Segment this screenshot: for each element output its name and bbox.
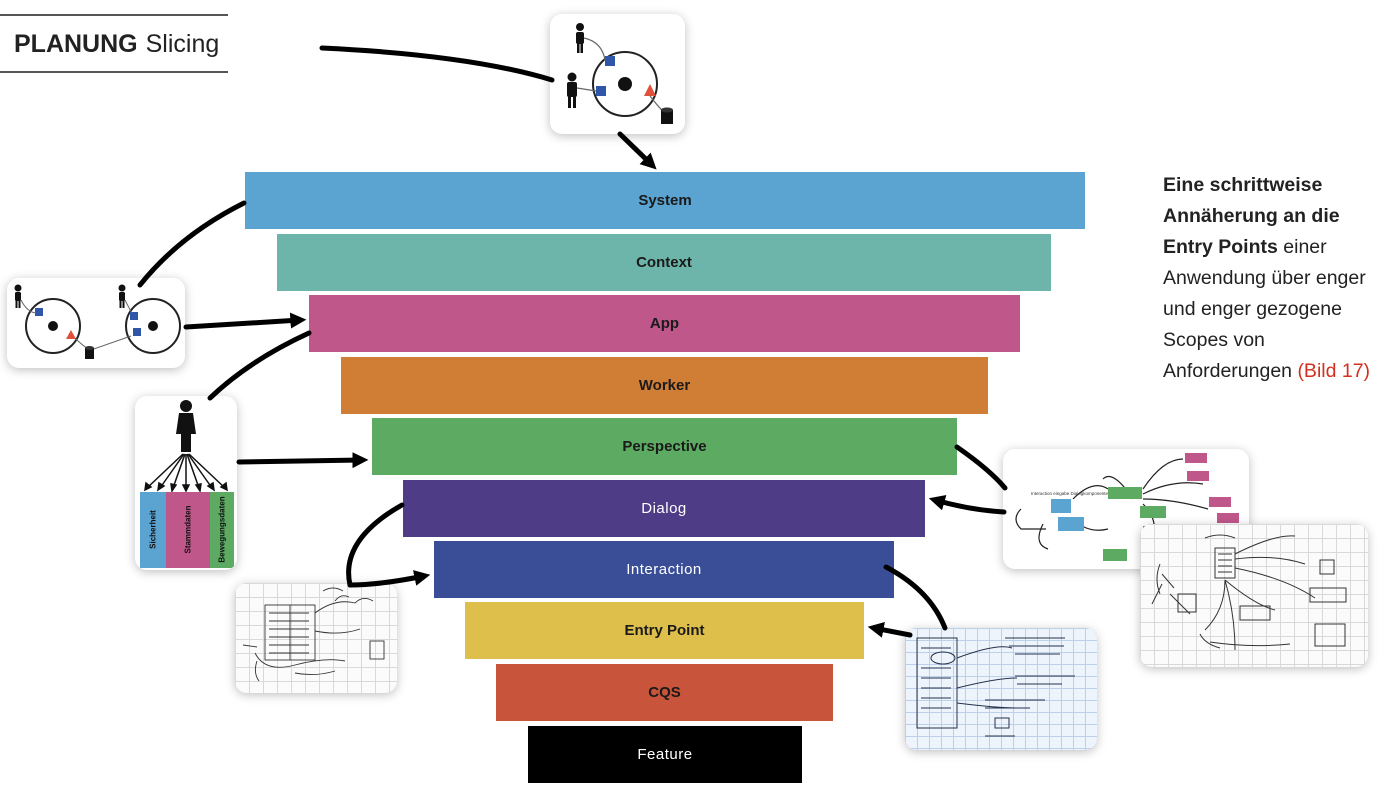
perspective-illustration-card: Sicherheit Stammdaten Bewegungsdaten (135, 396, 237, 570)
arrow-perspective-to-dialog-card (954, 444, 1008, 491)
layer-label: Worker (638, 377, 691, 394)
context-illustration-card (7, 278, 185, 368)
arrow-app-to-perspective-card (207, 330, 312, 401)
blue-square-icon (35, 308, 43, 316)
context-boundary (125, 298, 181, 354)
person-icon (567, 72, 577, 108)
dialog-flow-diagram: Interaction eingabe Dialogkomponenten (1015, 453, 1239, 561)
database-icon (661, 107, 673, 124)
header-rule-top (0, 14, 228, 16)
layer-label: CQS (648, 684, 681, 701)
arrow-sketch-to-interaction (347, 570, 431, 588)
caption-figure-ref: (Bild 17) (1297, 360, 1371, 382)
system-illustration-card (550, 14, 685, 134)
arrow-fan (144, 453, 228, 494)
handwritten-sketch (916, 637, 1075, 737)
layer-interaction: Interaction (434, 541, 894, 598)
connector-line (20, 299, 37, 314)
layer-entry-point: Entry Point (465, 602, 864, 659)
arrow-header-to-system (319, 45, 555, 83)
entry-point-sketch-card (905, 628, 1097, 750)
handwritten-sketch (1151, 534, 1347, 651)
connector-line (124, 299, 133, 314)
layer-label: Dialog (641, 500, 687, 517)
context-core (48, 321, 58, 331)
dialog-node (1108, 487, 1142, 499)
section-name: PLANUNG (14, 30, 138, 58)
person-icon (14, 284, 22, 308)
connector-line (583, 37, 606, 61)
dialog-node (1051, 499, 1071, 513)
dialog-node (1103, 549, 1127, 561)
blue-square-icon (596, 86, 606, 96)
blue-square-icon (130, 312, 138, 320)
dialog-flow-title: Interaction eingabe Dialogkomponenten (1031, 491, 1111, 496)
system-illustration (567, 23, 673, 124)
database-icon (85, 346, 94, 359)
arrow-system-to-context-card (137, 200, 247, 288)
layer-worker: Worker (341, 357, 988, 414)
system-boundary (592, 51, 658, 117)
column-transaction-data (210, 492, 234, 568)
layer-dialog: Dialog (403, 480, 925, 537)
layer-label: Perspective (622, 438, 707, 455)
person-icon (576, 23, 584, 53)
persona-illustration (144, 400, 228, 494)
column-master-data (166, 492, 210, 568)
layer-feature: Feature (528, 726, 802, 783)
arrow-interaction-to-entry-sketch (883, 564, 948, 631)
layer-label: App (649, 315, 680, 332)
person-icon (176, 400, 196, 452)
dialog-flow-card: Interaction eingabe Dialogkomponenten (1003, 449, 1249, 569)
person-icon (118, 284, 126, 308)
section-topic: Slicing (145, 30, 220, 58)
layer-app: App (309, 295, 1020, 352)
system-core (618, 77, 632, 91)
column-security (140, 492, 166, 568)
dialog-node (1187, 471, 1209, 481)
dialog-sketch-card (1140, 524, 1368, 667)
dialog-node (1185, 453, 1207, 463)
arrow-context-to-app (183, 312, 307, 330)
arrow-to-system-layer (617, 131, 657, 170)
layer-perspective: Perspective (372, 418, 957, 475)
layer-label: System (638, 192, 692, 209)
context-illustration (14, 284, 181, 359)
red-triangle-icon (644, 84, 656, 96)
blue-square-icon (605, 56, 615, 66)
blue-square-icon (133, 328, 141, 336)
dialog-node (1217, 513, 1239, 523)
arrow-entry-sketch-to-entry-point (867, 621, 913, 638)
layer-label: Interaction (626, 561, 702, 578)
caption-text: einer Anwendung über enger und enger gez… (1163, 236, 1366, 382)
context-boundary (25, 298, 81, 354)
interaction-sketch-card (235, 583, 397, 693)
layer-system: System (245, 172, 1085, 229)
arrow-dialog-card-to-dialog (928, 494, 1007, 515)
arrow-perspective-card-to-layer (236, 452, 369, 469)
layer-cqs: CQS (496, 664, 833, 721)
red-triangle-icon (66, 330, 76, 339)
layer-label: Feature (637, 746, 693, 763)
dialog-node (1140, 506, 1166, 518)
figure-caption: Eine schrittweise Annäherung an die Entr… (1163, 170, 1385, 387)
handwritten-sketch (242, 587, 385, 682)
context-core (148, 321, 158, 331)
dialog-node (1058, 517, 1084, 531)
layer-label: Context (636, 254, 692, 271)
connector-line (576, 87, 597, 92)
dialog-node (1209, 497, 1231, 507)
layer-label: Entry Point (624, 622, 705, 639)
header-rule-bottom (0, 71, 228, 73)
arrow-dialog-to-sketch (346, 502, 405, 588)
layer-context: Context (277, 234, 1051, 291)
caption-bold: Eine schrittweise Annäherung an die Entr… (1163, 174, 1340, 258)
